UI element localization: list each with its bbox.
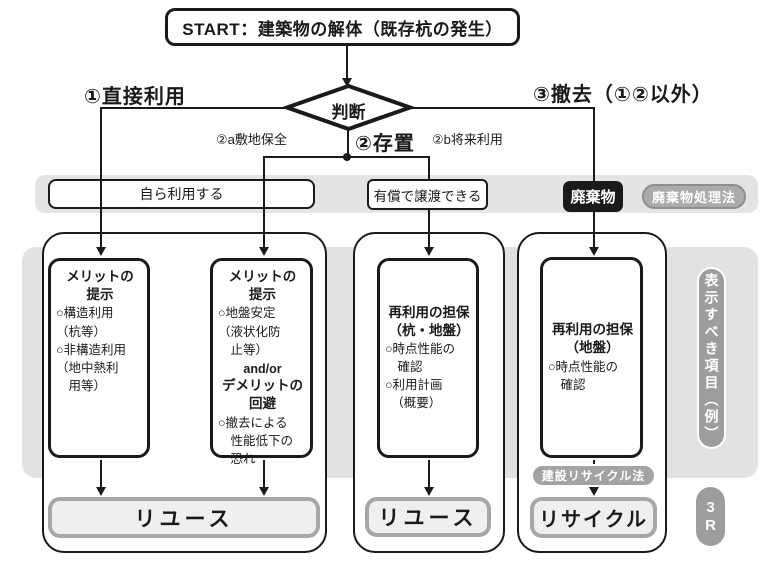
connector-branch2b-down <box>428 156 430 180</box>
arrow-down-icon <box>424 247 434 256</box>
connector-start-decision <box>346 46 348 78</box>
start-label: START：建築物の解体（既存杭の発生） <box>182 19 503 39</box>
box2-body: ○地盤安定 （液状化防 止等） <box>218 306 281 357</box>
arrow-down-icon <box>424 487 434 496</box>
box2-header2: デメリットの 回避 <box>222 378 303 412</box>
connector-branch3-down <box>593 107 595 182</box>
box3-header: 再利用の担保 （杭・地盤） <box>388 304 470 338</box>
branch2b-label: ②b将来利用 <box>432 132 503 147</box>
box1-header: メリットの 提示 <box>66 269 134 303</box>
connector-branch2-down <box>347 128 349 157</box>
connector-box1-outcome <box>100 460 102 487</box>
connector-branch1-down <box>100 107 102 248</box>
arrow-down-icon <box>96 487 106 496</box>
connector-box2-outcome <box>263 460 265 487</box>
box1-body: ○構造利用 （杭等） ○非構造利用 （地中熱利 用等） <box>56 306 127 393</box>
self-use-box: 自ら利用する <box>48 179 315 209</box>
box-reuse-guarantee-pile: 再利用の担保 （杭・地盤） ○時点性能の 確認 ○利用計画 （概要） <box>377 258 479 458</box>
connector-branch2a-down <box>263 156 265 248</box>
box-direct-use-merit: メリットの 提示 ○構造利用 （杭等） ○非構造利用 （地中熱利 用等） <box>48 258 150 458</box>
arrow-down-icon <box>259 487 269 496</box>
waste-law-label: 廃棄物処理法 <box>651 190 736 205</box>
arrow-down-icon <box>259 247 269 256</box>
branch1-label: ①直接利用 <box>84 86 186 108</box>
branch2-label: ②存置 <box>355 133 415 155</box>
branch3-label: ③撤去（①②以外） <box>533 84 713 106</box>
box-reuse-guarantee-ground: 再利用の担保 （地盤） ○時点性能の 確認 <box>540 257 643 458</box>
connector-branch3-down2 <box>593 212 595 248</box>
arrow-down-icon <box>96 247 106 256</box>
self-use-label: 自ら利用する <box>139 186 224 202</box>
outcome-reuse-mid: リユース <box>365 497 491 537</box>
outcome-reuse-left-label: リユース <box>134 507 234 531</box>
arrow-down-icon <box>589 487 599 496</box>
connector-branch2b-down2 <box>428 210 430 248</box>
box4-body: ○時点性能の 確認 <box>548 359 619 392</box>
box3-body: ○時点性能の 確認 ○利用計画 （概要） <box>385 341 456 411</box>
outcome-reuse-left: リユース <box>48 497 320 538</box>
paid-transfer-box: 有償で譲渡できる <box>367 179 488 210</box>
waste-box: 廃棄物 <box>563 181 623 212</box>
outcome-recycle: リサイクル <box>530 497 657 538</box>
waste-law-pill: 廃棄物処理法 <box>642 184 746 209</box>
box2-andor: and/or <box>243 361 282 376</box>
display-items-pill: 表示すべき項目（例） <box>697 267 726 449</box>
decision-diamond <box>283 83 414 132</box>
paid-transfer-label: 有償で譲渡できる <box>373 188 482 204</box>
connector-branch1 <box>100 107 288 109</box>
outcome-reuse-mid-label: リユース <box>378 507 478 530</box>
start-node: START：建築物の解体（既存杭の発生） <box>165 8 520 46</box>
outcome-recycle-label: リサイクル <box>539 509 648 531</box>
box2-header: メリットの 提示 <box>228 269 297 303</box>
construction-recycle-law-pill: 建設リサイクル法 <box>531 464 656 487</box>
arrow-down-icon <box>589 247 599 256</box>
decision-label: 判断 <box>331 103 366 122</box>
connector-branch2-split <box>263 156 429 158</box>
display-items-label: 表示すべき項目（例） <box>703 273 720 443</box>
branch2a-label: ②a敷地保全 <box>216 132 287 147</box>
connector-branch3 <box>409 107 593 109</box>
box4-header: 再利用の担保 （地盤） <box>552 322 633 356</box>
box2-body2: ○撤去による 性能低下の 恐れ <box>218 415 294 466</box>
arrow-down-icon <box>342 78 352 87</box>
box-keep-merit-demerit: メリットの 提示 ○地盤安定 （液状化防 止等） and/or デメリットの 回… <box>210 258 313 466</box>
three-r-label: 3 R <box>705 498 716 534</box>
construction-recycle-law-label: 建設リサイクル法 <box>541 469 646 483</box>
waste-label: 廃棄物 <box>570 189 616 206</box>
connector-box3-outcome <box>428 460 430 487</box>
three-r-pill: 3 R <box>696 487 725 546</box>
